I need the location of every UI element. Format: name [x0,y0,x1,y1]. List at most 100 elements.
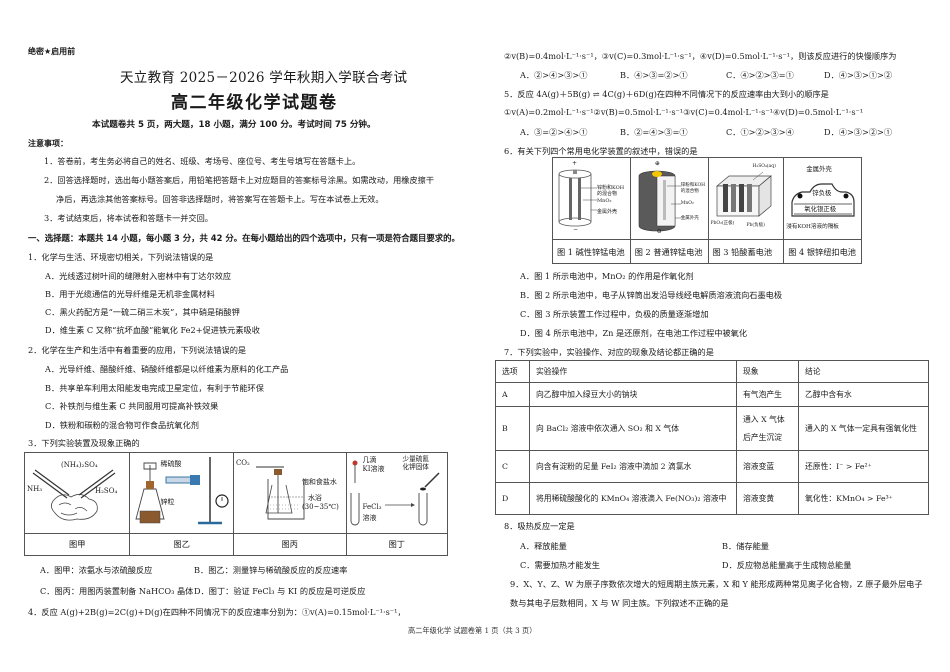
table-row: D 将用稀硫酸酸化的 KMnO₄ 溶液滴入 Fe(NO₃)₂ 溶液中 溶液变黄 … [495,482,929,515]
label-dilute-sulfuric-acid: 稀硫酸 [160,460,182,468]
label-positive: + [572,160,578,167]
label-pb-negative: Pb(负极) [746,223,765,228]
row-d-phenomenon: 溶液变黄 [736,482,799,515]
notice-item-1: 1．答卷前，考生务必将自己的姓名、班级、考场号、座位号、考生号填写在答题卡上。 [44,156,361,166]
q1-option-d: D．维生素 C 又称“抗坏血酸”能氧化 Fe2+促进铁元素吸收 [45,325,260,335]
row-c-option: C [495,450,530,483]
notice-item-2-cont: 净后，再选涂其他答案标号。回答非选择题时，将答案写在答题卡上。写在本试卷上无效。 [56,194,384,204]
apparatus-zinc-acid-diagram [135,457,230,525]
q6-figure-table: + 锌粉和KOH 的混合物 MnO₂ 金属外壳 − [552,157,862,264]
q6-option-c: C．图 3 所示装置工作过程中，负极的质量逐渐增加 [520,309,709,319]
q6-option-b: B．图 2 所示电池中，电子从锌筒出发沿导线经电解质溶液流向石墨电极 [520,290,783,300]
q4-stem-line2: ②v(B)=0.4mol·L⁻¹·s⁻¹，③v(C)=0.3mol·L⁻¹·s⁻… [504,51,897,61]
label-pbo2-positive: PbO₂(正极) [710,221,735,226]
caption-yi: 图乙 [129,532,234,557]
q3-option-c: C．图丙：用图丙装置制备 NaHCO₃ 晶体 [40,586,194,596]
q3-stem: 3．下列实验装置及现象正确的 [28,438,140,448]
q1-option-c: C．黑火药配方是“一硫二硝三木炭”，其中硝是硝酸钾 [45,307,240,317]
label-h2so4-aq: H₂SO₄(aq) [752,164,776,169]
q5-stem: 5．反应 4A(g)＋5B(g) ⇌ 4C(g)＋6D(g)在四种不同情况下的反… [504,89,829,99]
label-fecl3: FeCl₃ [362,503,382,511]
label-water-bath: 水浴 [307,494,322,502]
q3-figure-yi: 稀硫酸 锌粒 [129,452,234,534]
table-row: A 向乙醇中加入绿豆大小的钠块 有气泡产生 乙醇中含有水 [495,382,929,407]
q7-header-phenomenon: 现象 [736,360,799,383]
row-b-option: B [495,406,530,451]
row-a-operation: 向乙醇中加入绿豆大小的钠块 [529,382,737,407]
label-h2so4: H₂SO₄ [95,487,118,495]
label-metal-shell-c: 金属外壳 [806,165,832,173]
q7-header-operation: 实验操作 [529,360,737,383]
q4-stem-line1: 4．反应 A(g)+2B(g)=2C(g)+D(g)在四种不同情况下的反应速率分… [28,607,406,617]
secret-mark: 绝密★启用前 [28,47,76,56]
q6-figure-4: 金属外壳 锌负极 氧化银正极 浸有KOH溶液的隔板 [783,157,862,240]
q6-figure-3: H₂SO₄(aq) PbO₂(正极) Pb(负极) [707,157,785,240]
label-co2: CO₂ [235,459,250,467]
row-c-operation: 向含有淀粉的足量 FeI₂ 溶液中滴加 2 滴氯水 [529,450,737,483]
label-koh-separator: 浸有KOH溶液的隔板 [786,224,839,230]
q5-rates: ①v(A)=0.2mol·L⁻¹·s⁻¹②v(B)=0.5mol·L⁻¹·s⁻¹… [504,107,864,117]
lead-acid-battery-diagram [715,171,772,217]
caption-fig-1: 图 1 碱性锌锰电池 [552,239,631,264]
label-ammonium-sulfate: (NH₄)₂SO₄ [61,461,98,469]
row-b-phenomenon: 通入 X 气体后产生沉淀 [736,406,799,451]
label-ki-solution: KI溶液 [362,465,385,473]
table-row: B 向 BaCl₂ 溶液中依次通入 SO₂ 和 X 气体 通入 X 气体后产生沉… [495,406,929,451]
q3-figure-jia: (NH₄)₂SO₄ NH₃ H₂SO₄ [23,452,131,534]
label-zinc-anode: 锌负极 [812,189,832,197]
q2-option-c: C．补铁剂与维生素 C 共同服用可提高补铁效果 [45,401,219,411]
row-b-operation: 向 BaCl₂ 溶液中依次通入 SO₂ 和 X 气体 [529,406,737,451]
q2-option-b: B．共享单车利用太阳能发电完成卫星定位，有利于节能环保 [45,383,264,393]
label-negative: − [573,226,579,233]
q1-stem: 1．化学与生活、环境密切相关，下列说法错误的是 [28,252,214,262]
page-footer: 高二年级化学 试题卷第 1 页（共 3 页） [408,626,537,635]
label-saturated-brine: 饱和食盐水 [301,478,337,486]
q3-option-d: D．图丁：验证 FeCl₃ 与 KI 的反应是可逆反应 [194,586,366,596]
row-c-phenomenon: 溶液变蓝 [736,450,799,483]
q4-option-b: B．④>③=②>① [620,70,688,80]
q2-stem: 2．化学在生产和生活中有着重要的应用，下列说法错误的是 [28,345,247,355]
label-few-drops: 几滴 [362,456,377,464]
label-kscn-2: 化钾固体 [402,463,429,471]
row-b-conclusion: 通入的 X 气体一定具有强氧化性 [798,406,929,451]
q3-figure-ding: 几滴 KI溶液 少量硫氰 化钾固体 FeCl₃ 溶液 [345,452,449,534]
row-c-conclusion: 还原性：I⁻ > Fe²⁺ [798,450,929,483]
label-bath-temperature: (30~35℃) [301,503,339,511]
q7-experiment-table: 选项 实验操作 现象 结论 A 向乙醇中加入绿豆大小的钠块 有气泡产生 乙醇中含… [495,360,929,515]
q2-option-d: D．铁粉和碳粉的混合物可作食品抗氧化剂 [45,420,199,430]
q3-option-b: B．图乙：测量锌与稀硫酸反应的反应速率 [194,565,348,575]
label-metal-shell-b: 金属外壳 [680,216,699,221]
q3-figure-table: (NH₄)₂SO₄ NH₃ H₂SO₄ [23,452,449,557]
label-negative-circle: ⊖ [656,228,662,235]
table-row: C 向含有淀粉的足量 FeI₂ 溶液中滴加 2 滴氯水 溶液变蓝 还原性：I⁻ … [495,450,929,483]
caption-fig-2: 图 2 普通锌锰电池 [629,239,709,264]
alkaline-battery-diagram [558,169,597,227]
label-nh3: NH₃ [27,485,43,493]
caption-bing: 图丙 [232,532,347,557]
q6-figure-2: ⊕ 锌粉和KOH 的混合物 MnO₂ 金属外壳 ⊖ [629,157,709,240]
section1-heading: 一、选择题：本题共 14 小题，每小题 3 分，共 42 分。在每小题给出的四个… [28,233,460,243]
q5-option-b: B．②=④>③=① [620,127,688,137]
q4-option-d: D．④>③>①>② [824,70,893,80]
caption-ding: 图丁 [345,532,449,557]
q8-option-c: C．需要加热才能发生 [520,560,600,570]
q4-option-a: A．②>④>③>① [520,70,588,80]
button-cell-diagram [791,183,855,217]
q2-option-a: A．光导纤维、醋酸纤维、硝酸纤维都是以纤维素为原料的化工产品 [45,364,289,374]
row-a-phenomenon: 有气泡产生 [736,382,799,407]
q9-stem-line2: 数与其电子层数相同，X 与 W 同主族。下列叙述不正确的是 [510,598,729,608]
row-a-conclusion: 乙醇中含有水 [798,382,929,407]
q7-header-conclusion: 结论 [798,360,929,383]
row-d-operation: 将用稀硫酸酸化的 KMnO₄ 溶液滴入 Fe(NO₃)₂ 溶液中 [529,482,737,515]
notice-item-2: 2．回答选择题时，选出每小题答案后，用铅笔把答题卡上对应题目的答案标号涂黑。如需… [44,175,435,185]
caption-fig-3: 图 3 铅酸蓄电池 [707,239,785,264]
q8-option-d: D．反应物总能量高于生成物总能量 [722,560,852,570]
q4-option-c: C．④>②>③=① [726,70,794,80]
q5-option-c: C．①>②>③>④ [726,127,794,137]
label-silver-oxide-cathode: 氧化银正极 [804,205,837,213]
zinc-carbon-battery-diagram [638,170,681,232]
q3-figure-bing: CO₂ 饱和食盐水 水浴 (30~35℃) [232,452,347,534]
q1-option-a: A．光线透过树叶间的缝隙射入密林中有丁达尔效应 [45,271,232,281]
label-positive-circle: ⊕ [654,160,660,167]
